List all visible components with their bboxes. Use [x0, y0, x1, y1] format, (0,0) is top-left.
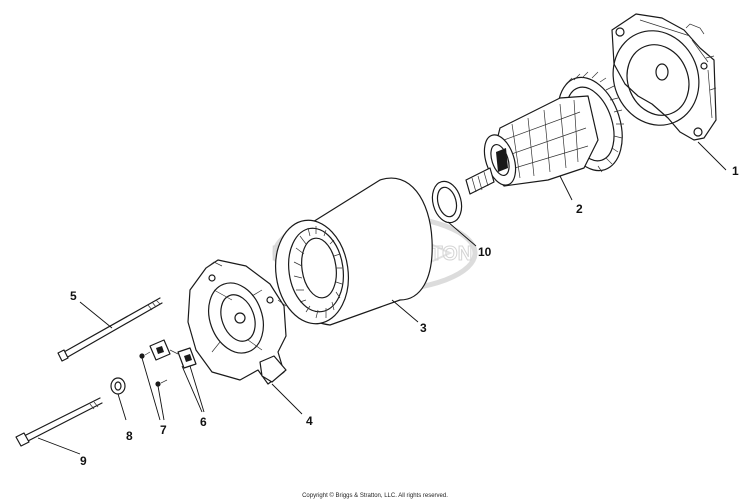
- callout-3: 3: [420, 321, 427, 335]
- callouts: 1 2 3 4 5 6 7 8 9 10: [70, 164, 739, 468]
- callout-5: 5: [70, 289, 77, 303]
- callout-10: 10: [478, 245, 492, 259]
- callout-9: 9: [80, 454, 87, 468]
- through-bolt: [15, 397, 103, 447]
- callout-4: 4: [306, 414, 313, 428]
- callout-2: 2: [576, 202, 583, 216]
- brush-holder: [149, 339, 197, 369]
- washer: [110, 377, 126, 395]
- screw: [139, 351, 168, 387]
- spacer-ring: [431, 180, 463, 224]
- front-housing: [187, 259, 287, 385]
- stator: [275, 177, 433, 326]
- callout-8: 8: [126, 429, 133, 443]
- copyright-notice: Copyright © Briggs & Stratton, LLC. All …: [302, 493, 448, 499]
- leader-lines: [37, 141, 727, 455]
- long-bolt: [57, 297, 163, 362]
- callout-7: 7: [160, 423, 167, 437]
- rotor: [465, 71, 624, 195]
- rear-housing: [611, 13, 717, 141]
- callout-6: 6: [200, 415, 207, 429]
- callout-1: 1: [732, 164, 739, 178]
